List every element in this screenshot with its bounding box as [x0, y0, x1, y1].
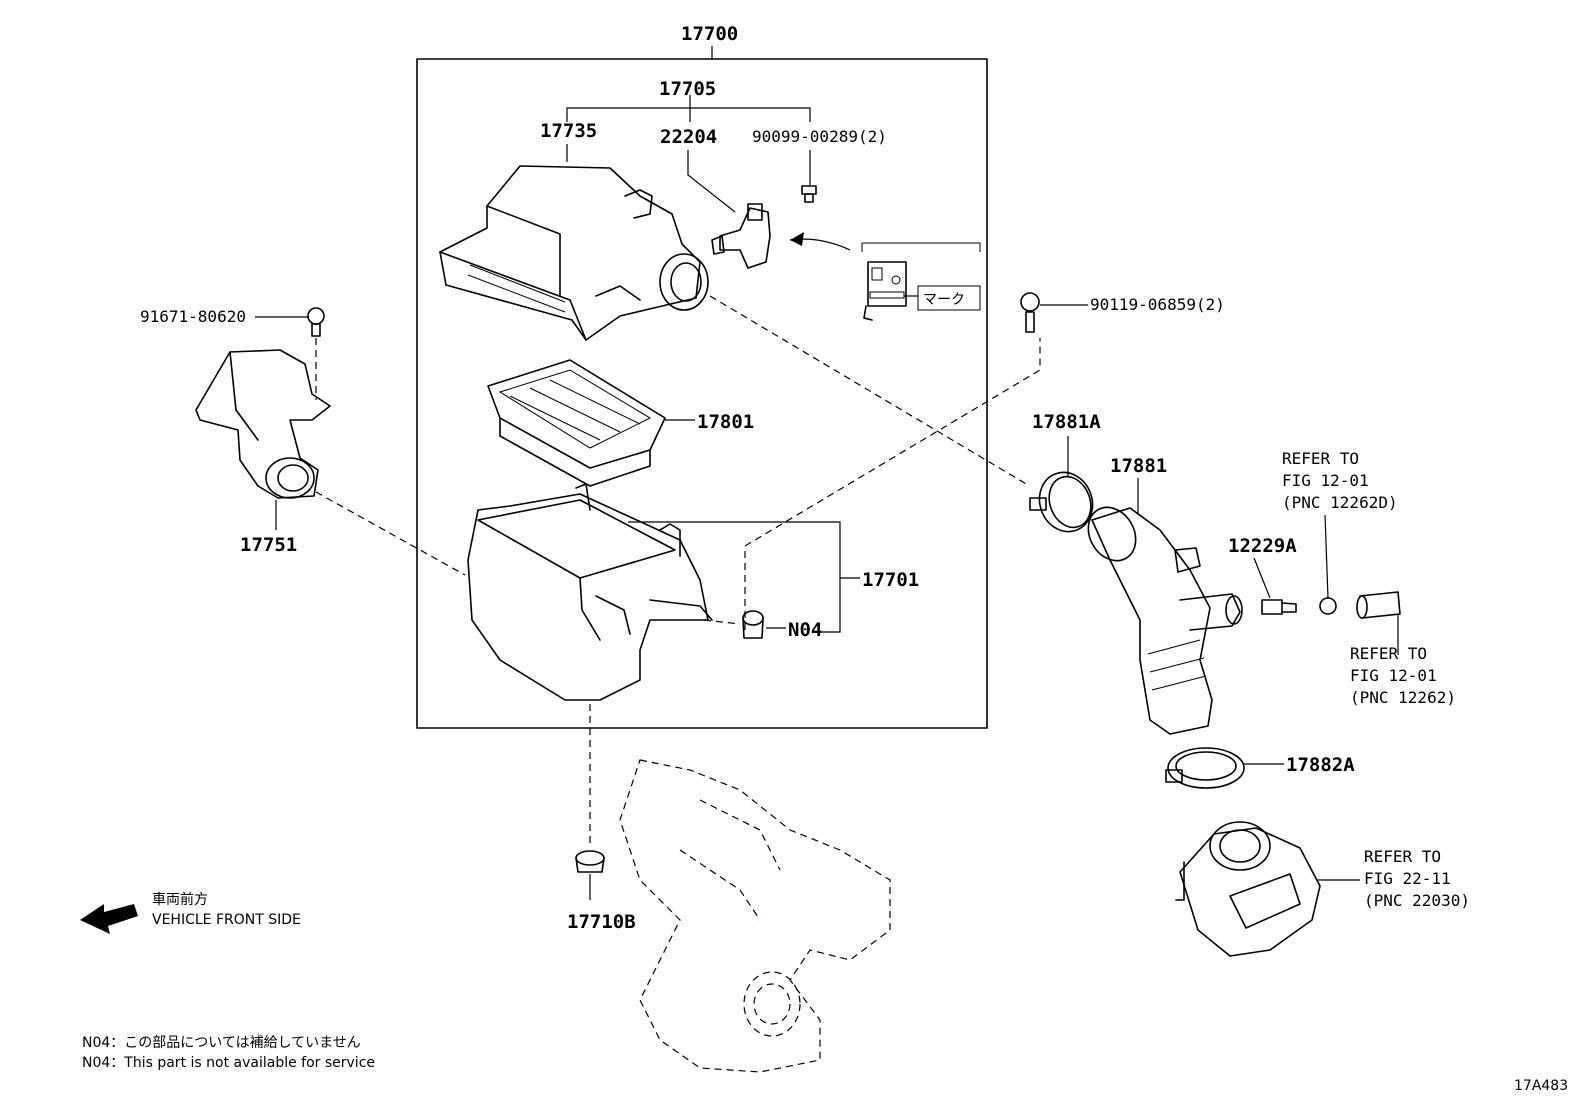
callout-17881a[interactable]: 17881A [1032, 411, 1101, 433]
callout-90099-00289[interactable]: 90099-00289(2) [752, 127, 887, 146]
air-cleaner-cap-17735 [439, 165, 709, 341]
ref3-line1: REFER TO [1364, 847, 1441, 866]
ref1-line1: REFER TO [1282, 449, 1359, 468]
ref2-line2: FIG 12-01 [1350, 666, 1437, 685]
ref3-line2: FIG 22-11 [1364, 869, 1451, 888]
vacuum-fitting-12229a [1261, 599, 1297, 615]
hose-clamp-17882a [1165, 747, 1245, 789]
ref2-line1: REFER TO [1350, 644, 1427, 663]
callout-90119-06859[interactable]: 90119-06859(2) [1090, 295, 1225, 314]
note-en: N04：This part is not available for servi… [82, 1055, 375, 1071]
callout-N04[interactable]: N04 [788, 619, 822, 641]
callout-17735[interactable]: 17735 [540, 120, 597, 142]
callout-17701[interactable]: 17701 [862, 569, 919, 591]
ref2-line3: (PNC 12262) [1350, 688, 1456, 707]
callout-17882a[interactable]: 17882A [1286, 754, 1355, 776]
grommet-17710b [575, 850, 605, 873]
grommet-N04 [742, 610, 764, 639]
mark-box [917, 285, 981, 311]
callout-17700[interactable]: 17700 [681, 23, 738, 45]
sensor-mark-inset [863, 261, 907, 321]
throttle-body [1175, 821, 1321, 957]
callout-17801[interactable]: 17801 [697, 411, 754, 433]
callout-12229a[interactable]: 12229A [1228, 535, 1297, 557]
front-label-jp: 車両前方 [152, 891, 208, 908]
callout-17705[interactable]: 17705 [659, 78, 716, 100]
bolt-91671 [307, 307, 325, 337]
air-inlet-duct-17751 [195, 349, 331, 499]
ref3-line3: (PNC 22030) [1364, 891, 1470, 910]
intake-manifold-outline [619, 759, 891, 1073]
mark-label: マーク [923, 292, 965, 308]
vacuum-hose-piece [1356, 591, 1401, 619]
callout-17881[interactable]: 17881 [1110, 455, 1167, 477]
intake-hose-17881 [1087, 506, 1243, 735]
bolt-90119 [1020, 292, 1040, 333]
front-label-en: VEHICLE FRONT SIDE [152, 912, 301, 928]
air-filter-element-17801 [487, 359, 666, 487]
callout-22204[interactable]: 22204 [660, 126, 717, 148]
air-flow-meter-22204 [711, 203, 771, 269]
hose-clamp-17881a [1029, 471, 1094, 533]
callout-17710b[interactable]: 17710B [567, 911, 636, 933]
callout-91671-80620[interactable]: 91671-80620 [140, 307, 246, 326]
front-arrow-icon [80, 904, 138, 934]
figure-id: 17A483 [1514, 1078, 1568, 1094]
o-ring [1319, 597, 1337, 615]
callout-17751[interactable]: 17751 [240, 534, 297, 556]
ref1-line2: FIG 12-01 [1282, 471, 1369, 490]
assembly-box-17700 [416, 58, 988, 729]
air-cleaner-case-17701 [467, 483, 713, 701]
screw-90099 [801, 185, 817, 203]
note-jp: N04：この部品については補給していません [82, 1035, 361, 1051]
ref1-line3: (PNC 12262D) [1282, 493, 1398, 512]
